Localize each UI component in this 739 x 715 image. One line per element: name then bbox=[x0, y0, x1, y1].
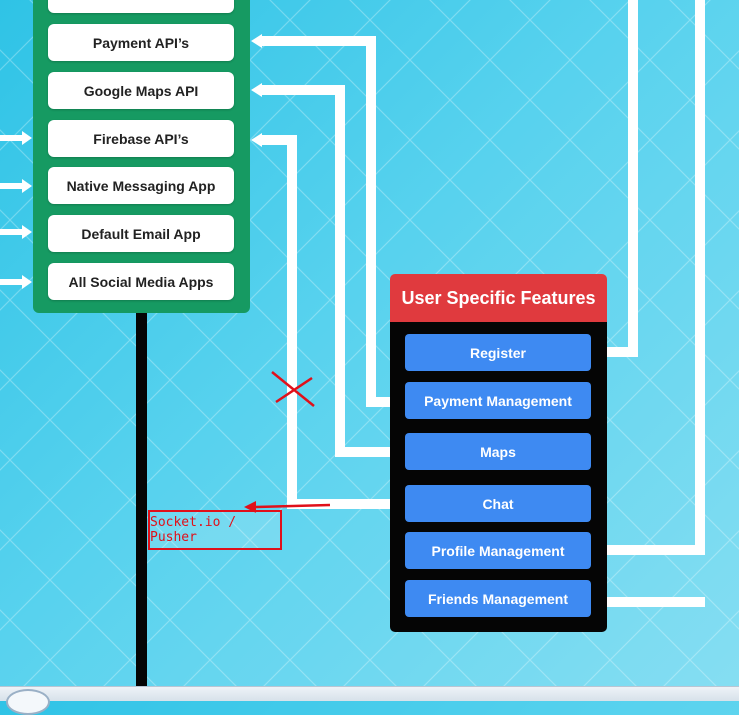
maps-connector bbox=[262, 85, 405, 457]
friends-management-button[interactable]: Friends Management bbox=[405, 580, 591, 617]
payment-apis-button[interactable]: Payment API’s bbox=[48, 24, 234, 61]
firebase-apis-button[interactable]: Firebase API’s bbox=[48, 120, 234, 157]
features-panel: Register Payment Management Maps Chat Pr… bbox=[390, 322, 607, 632]
chat-arrowhead bbox=[251, 133, 262, 147]
maps-button[interactable]: Maps bbox=[405, 433, 591, 470]
features-header: User Specific Features bbox=[390, 274, 607, 322]
api-item-hidden[interactable] bbox=[48, 0, 234, 13]
red-arrow-line bbox=[255, 503, 331, 509]
api-panel: Payment API’s Google Maps API Firebase A… bbox=[33, 0, 250, 313]
socket-io-pusher-annotation: Socket.io / Pusher bbox=[148, 510, 282, 550]
chat-button[interactable]: Chat bbox=[405, 485, 591, 522]
register-button[interactable]: Register bbox=[405, 334, 591, 371]
native-messaging-app-button[interactable]: Native Messaging App bbox=[48, 167, 234, 204]
bottom-toolbar bbox=[0, 686, 739, 701]
payment-management-button[interactable]: Payment Management bbox=[405, 382, 591, 419]
google-maps-api-button[interactable]: Google Maps API bbox=[48, 72, 234, 109]
payment-arrowhead bbox=[251, 34, 262, 48]
maps-arrowhead bbox=[251, 83, 262, 97]
profile-friends-connector bbox=[592, 0, 705, 607]
default-email-app-button[interactable]: Default Email App bbox=[48, 215, 234, 252]
api-panel-stem bbox=[136, 312, 147, 692]
red-cross-mark bbox=[271, 371, 315, 407]
bottom-logo-icon bbox=[6, 689, 50, 715]
profile-management-button[interactable]: Profile Management bbox=[405, 532, 591, 569]
payment-connector bbox=[262, 36, 405, 407]
chat-connector bbox=[262, 135, 405, 509]
left-incoming-arrows bbox=[0, 131, 32, 289]
all-social-media-apps-button[interactable]: All Social Media Apps bbox=[48, 263, 234, 300]
